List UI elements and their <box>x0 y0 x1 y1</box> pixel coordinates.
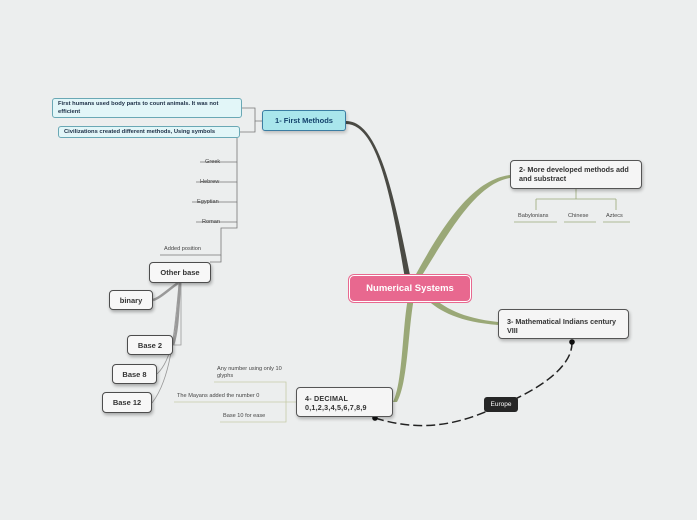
note-civilizations[interactable]: Civilizations created different methods,… <box>58 126 240 138</box>
leaf-egyptian[interactable]: Egyptian <box>197 199 219 205</box>
leaf-greek[interactable]: Greek <box>205 159 221 165</box>
leaf-hebrew[interactable]: Hebrew <box>200 179 220 185</box>
base-12[interactable]: Base 12 <box>102 392 152 413</box>
topic-indians[interactable]: 3- Mathematical Indians century VIII <box>498 309 629 339</box>
topic-first-methods[interactable]: 1- First Methods <box>262 110 346 131</box>
leaf-added-position[interactable]: Added position <box>164 246 202 252</box>
relationship-label-europe[interactable]: Europe <box>484 397 518 412</box>
branch-decimal <box>393 298 414 402</box>
topic-more-developed[interactable]: 2- More developed methods add and substr… <box>510 160 642 189</box>
base-binary[interactable]: binary <box>109 290 153 310</box>
leaf-chinese[interactable]: Chinese <box>568 213 589 219</box>
topic-other-base[interactable]: Other base <box>149 262 211 283</box>
branch-first-methods <box>346 121 412 285</box>
branch-more-developed <box>410 175 510 285</box>
base-2[interactable]: Base 2 <box>127 335 173 355</box>
note-first-humans[interactable]: First humans used body parts to count an… <box>52 98 242 118</box>
leaf-any-number[interactable]: Any number using only 10 glyphs <box>217 366 282 379</box>
leaf-base-10[interactable]: Base 10 for ease <box>223 413 266 419</box>
central-topic[interactable]: Numerical Systems <box>349 275 471 302</box>
relationship-curve <box>374 342 573 427</box>
leaf-aztecs[interactable]: Aztecs <box>606 213 623 219</box>
leaf-roman[interactable]: Roman <box>202 219 221 225</box>
base-8[interactable]: Base 8 <box>112 364 157 384</box>
topic-decimal[interactable]: 4- DECIMAL 0,1,2,3,4,5,6,7,8,9 <box>296 387 393 417</box>
leaf-babylonians[interactable]: Babylonians <box>518 213 549 219</box>
leaf-mayans-zero[interactable]: The Mayans added the number 0 <box>177 393 260 399</box>
